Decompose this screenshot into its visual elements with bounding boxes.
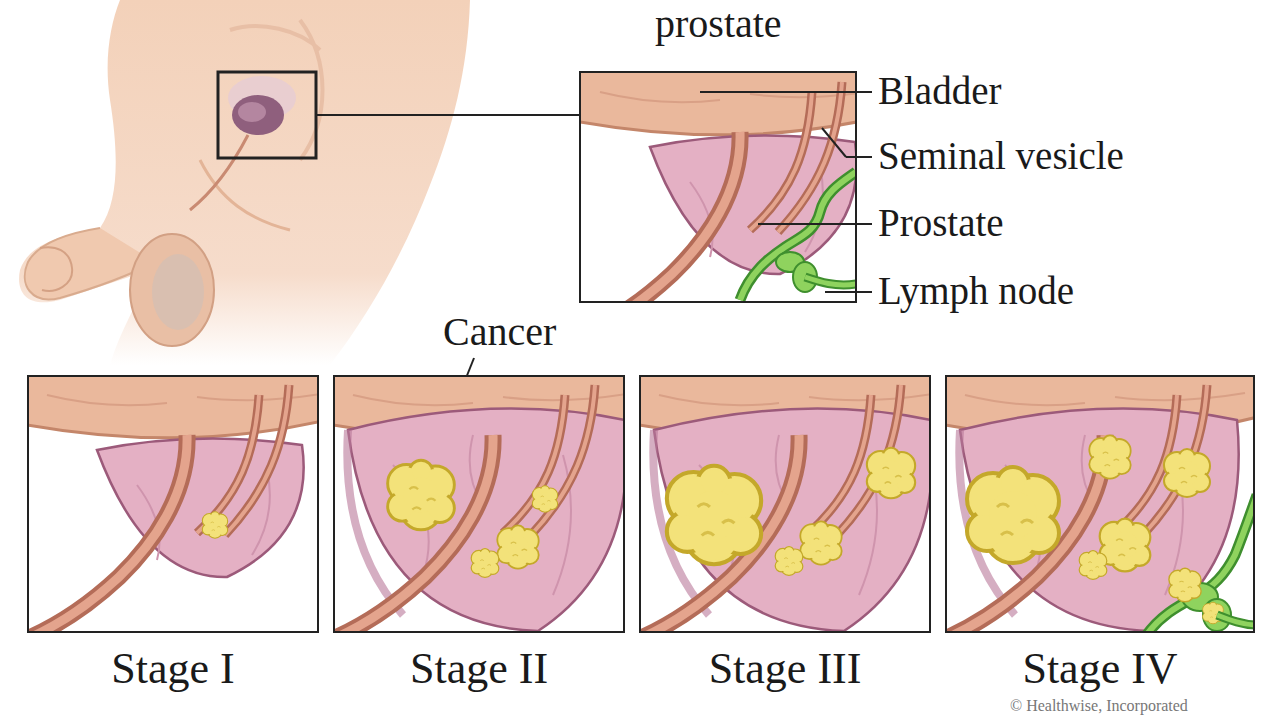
stage-2-illustration	[333, 375, 625, 633]
stage-panel: Stage I	[27, 375, 319, 633]
body-silhouette	[19, 0, 470, 365]
stage-4-illustration	[945, 375, 1255, 633]
stage-panel: Stage III	[639, 375, 931, 633]
stage-panel: Stage II	[333, 375, 625, 633]
copyright-note: © Healthwise, Incorporated	[1010, 697, 1188, 715]
part-label: Cancer	[443, 310, 556, 354]
part-label: Bladder	[878, 70, 1001, 113]
zoom-line	[316, 114, 580, 116]
stage-panel: Stage IV	[945, 375, 1255, 633]
part-label: Prostate	[878, 202, 1004, 245]
diagram-title: prostate	[655, 2, 782, 46]
stage-label: Stage II	[335, 645, 623, 693]
zoom-box	[218, 72, 316, 158]
stage-label: Stage III	[641, 645, 929, 693]
part-label: Lymph node	[878, 270, 1074, 313]
normal-prostate-inset	[580, 72, 900, 336]
stage-label: Stage IV	[947, 645, 1253, 693]
part-label: Seminal vesicle	[878, 135, 1124, 178]
stage-label: Stage I	[29, 645, 317, 693]
stage-1-illustration	[27, 375, 319, 633]
stage-3-illustration	[639, 375, 931, 633]
